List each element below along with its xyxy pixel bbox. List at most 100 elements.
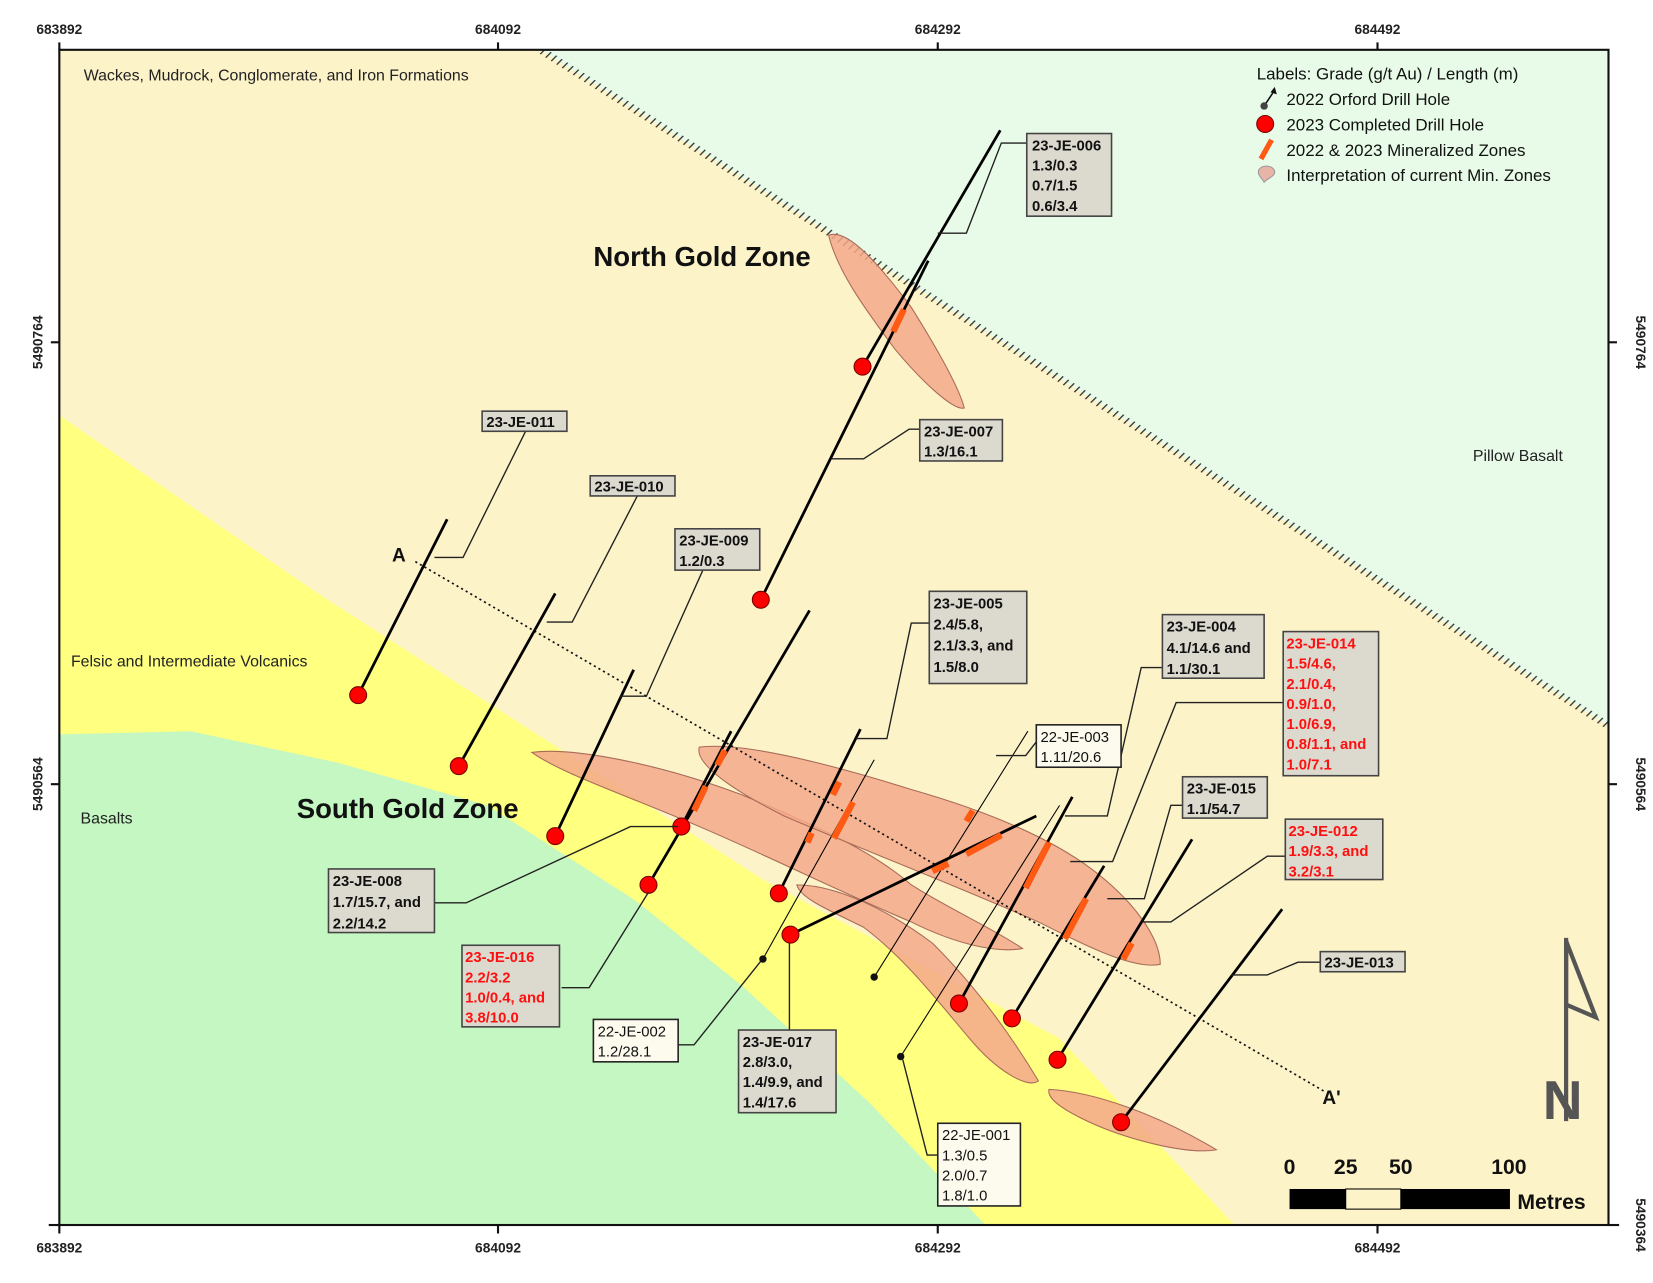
svg-text:1.3/0.3: 1.3/0.3 [1032,159,1077,175]
drill-label-23-JE-006[interactable]: 23-JE-006 1.3/0.3 0.7/1.5 0.6/3.4 [1025,132,1113,217]
svg-text:23-JE-009: 23-JE-009 [679,534,748,550]
red-circle-icon [1256,114,1275,133]
svg-text:23-JE-005: 23-JE-005 [934,596,1003,612]
svg-text:50: 50 [1389,1156,1413,1179]
svg-text:1.7/15.7, and: 1.7/15.7, and [333,895,421,911]
trace-23-JE-011 [356,518,449,696]
drill-label-23-JE-016[interactable]: 23-JE-016 2.2/3.2 1.0/0.4, and 3.8/10.0 [461,944,561,1028]
drill-label-23-JE-005[interactable]: 23-JE-005 2.4/5.8, 2.1/3.3, and 1.5/8.0 [928,590,1028,685]
collar-23-JE-005[interactable] [769,884,788,903]
collar-23-JE-014[interactable] [1002,1009,1021,1028]
collar-23-JE-011[interactable] [349,686,368,705]
legend-item-1: 2023 Completed Drill Hole [1286,115,1484,134]
collar-22-JE-001[interactable] [896,1052,905,1061]
drill-label-23-JE-009[interactable]: 23-JE-009 1.2/0.3 [674,527,761,571]
x-axis: 683892 684092 684292 684492 683892 68409… [36,22,1620,1256]
drill-label-23-JE-013[interactable]: 23-JE-013 [1319,950,1406,973]
svg-text:23-JE-006: 23-JE-006 [1032,138,1101,154]
south-zone-shape-4 [1048,1088,1218,1152]
collar-23-JE-013[interactable] [1112,1113,1131,1132]
drill-label-22-JE-003[interactable]: 22-JE-003 1.11/20.6 [1035,724,1122,769]
collar-23-JE-010[interactable] [449,757,468,776]
leader-lines [434,142,1323,1156]
svg-text:2.2/14.2: 2.2/14.2 [333,916,387,932]
svg-text:23-JE-007: 23-JE-007 [924,425,993,441]
drill-label-23-JE-007[interactable]: 23-JE-007 1.3/16.1 [918,418,1004,462]
svg-text:25: 25 [1334,1156,1358,1179]
drill-label-23-JE-014[interactable]: 23-JE-014 1.5/4.6, 2.1/0.4, 0.9/1.0, 1.0… [1282,630,1380,777]
south-zone-shape-3 [796,884,1040,1084]
unit-label-pillow-basalt: Pillow Basalt [1473,448,1564,465]
north-arrow-icon: N [1543,937,1600,1131]
svg-text:0: 0 [1284,1156,1296,1179]
mineralized-segments [691,308,1135,961]
drill-hole-2022-icon [1260,86,1277,110]
drill-label-23-JE-015[interactable]: 23-JE-015 1.1/54.7 [1181,775,1269,819]
y-tick-left-0: 5490764 [30,315,45,369]
trace-23-JE-010 [457,592,557,767]
svg-text:1.0/0.4, and: 1.0/0.4, and [465,990,545,1006]
svg-text:1.5/8.0: 1.5/8.0 [934,660,979,676]
x-tick-top-3: 684492 [1355,22,1401,37]
collar-23-JE-007[interactable] [751,590,770,609]
collar-22-JE-002[interactable] [759,955,767,963]
svg-text:23-JE-015: 23-JE-015 [1187,782,1256,798]
svg-text:2.1/0.4,: 2.1/0.4, [1286,677,1335,693]
svg-text:3.8/10.0: 3.8/10.0 [465,1011,519,1027]
unit-label-basalts: Basalts [81,810,133,827]
svg-text:23-JE-011: 23-JE-011 [486,415,554,431]
x-tick-bottom-1: 684092 [475,1241,521,1256]
svg-text:100: 100 [1491,1156,1526,1179]
collar-23-JE-004[interactable] [949,994,968,1013]
collar-22-JE-003[interactable] [870,973,878,981]
drill-label-23-JE-011[interactable]: 23-JE-011 [481,410,568,433]
svg-text:0.8/1.1, and: 0.8/1.1, and [1286,737,1366,753]
drill-label-23-JE-010[interactable]: 23-JE-010 [589,475,676,497]
drill-label-23-JE-008[interactable]: 23-JE-008 1.7/15.7, and 2.2/14.2 [327,868,436,934]
drill-label-22-JE-002[interactable]: 22-JE-002 1.2/28.1 [592,1018,679,1063]
south-zone-shape-1 [530,750,1024,951]
legend-title: Labels: Grade (g/t Au) / Length (m) [1257,64,1519,83]
drill-label-23-JE-004[interactable]: 23-JE-004 4.1/14.6 and 1.1/30.1 [1161,613,1265,680]
svg-text:1.11/20.6: 1.11/20.6 [1041,750,1102,766]
drill-label-22-JE-001[interactable]: 22-JE-001 1.3/0.5 2.0/0.7 1.8/1.0 [936,1122,1022,1207]
trace-23-JE-005 [777,728,862,894]
svg-text:1.3/16.1: 1.3/16.1 [924,445,978,461]
trace-23-JE-006 [861,129,1002,368]
trace-23-JE-013 [1119,908,1284,1124]
x-tick-top-1: 684092 [475,22,521,37]
collar-23-JE-009[interactable] [546,827,565,846]
svg-text:22-JE-001: 22-JE-001 [942,1128,1010,1144]
svg-text:0.7/1.5: 0.7/1.5 [1032,179,1077,195]
collar-23-JE-015[interactable] [1048,1050,1067,1069]
collar-23-JE-008[interactable] [639,875,658,894]
trace-22-JE-002 [762,759,875,960]
y-axis: 5490764 5490564 5490764 5490564 5490364 [30,315,1648,1252]
trace-23-JE-014 [1010,865,1106,1020]
svg-text:23-JE-012: 23-JE-012 [1288,824,1357,840]
south-gold-zone-title: South Gold Zone [297,793,519,824]
svg-text:1.5/4.6,: 1.5/4.6, [1286,657,1335,673]
trace-23-JE-016 [680,730,733,828]
svg-text:2.4/5.8,: 2.4/5.8, [934,617,983,633]
svg-text:2.1/3.3, and: 2.1/3.3, and [934,639,1014,655]
section-label-a-prime: A' [1322,1088,1340,1109]
svg-text:23-JE-013: 23-JE-013 [1325,956,1394,972]
svg-text:2.0/0.7: 2.0/0.7 [942,1169,987,1185]
svg-text:1.8/1.0: 1.8/1.0 [942,1189,987,1205]
drill-label-23-JE-012[interactable]: 23-JE-012 1.9/3.3, and 3.2/3.1 [1284,818,1384,880]
drill-label-23-JE-017[interactable]: 23-JE-017 2.8/3.0, 1.4/9.9, and 1.4/17.6 [737,1029,837,1114]
svg-text:2.2/3.2: 2.2/3.2 [465,970,510,986]
svg-text:1.4/9.9, and: 1.4/9.9, and [743,1075,823,1091]
y-tick-right-2: 5490364 [1633,1198,1648,1252]
collar-23-JE-017[interactable] [781,925,800,944]
trace-23-JE-004 [957,796,1074,1005]
collar-23-JE-006[interactable] [853,357,872,376]
north-label: N [1543,1069,1583,1131]
x-tick-top-2: 684292 [915,22,961,37]
legend: Labels: Grade (g/t Au) / Length (m) 2022… [1256,64,1551,185]
legend-item-3: Interpretation of current Min. Zones [1286,166,1551,185]
south-zone-shape-2 [698,745,1161,966]
svg-text:23-JE-014: 23-JE-014 [1286,637,1356,653]
section-label-a: A [392,546,406,567]
